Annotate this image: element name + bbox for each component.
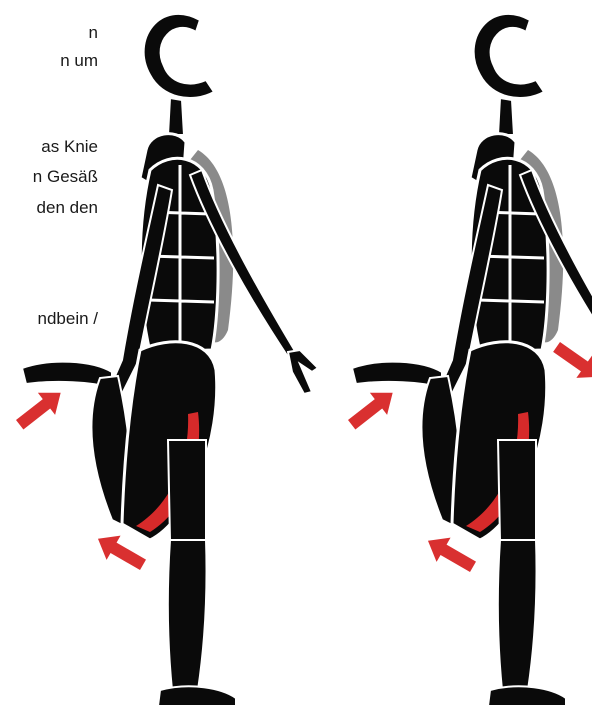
arrow-icon (343, 382, 401, 436)
arrow-icon (11, 382, 69, 436)
arrow-icon (549, 335, 592, 388)
figure-left (11, 14, 318, 706)
figure-right (343, 14, 592, 706)
